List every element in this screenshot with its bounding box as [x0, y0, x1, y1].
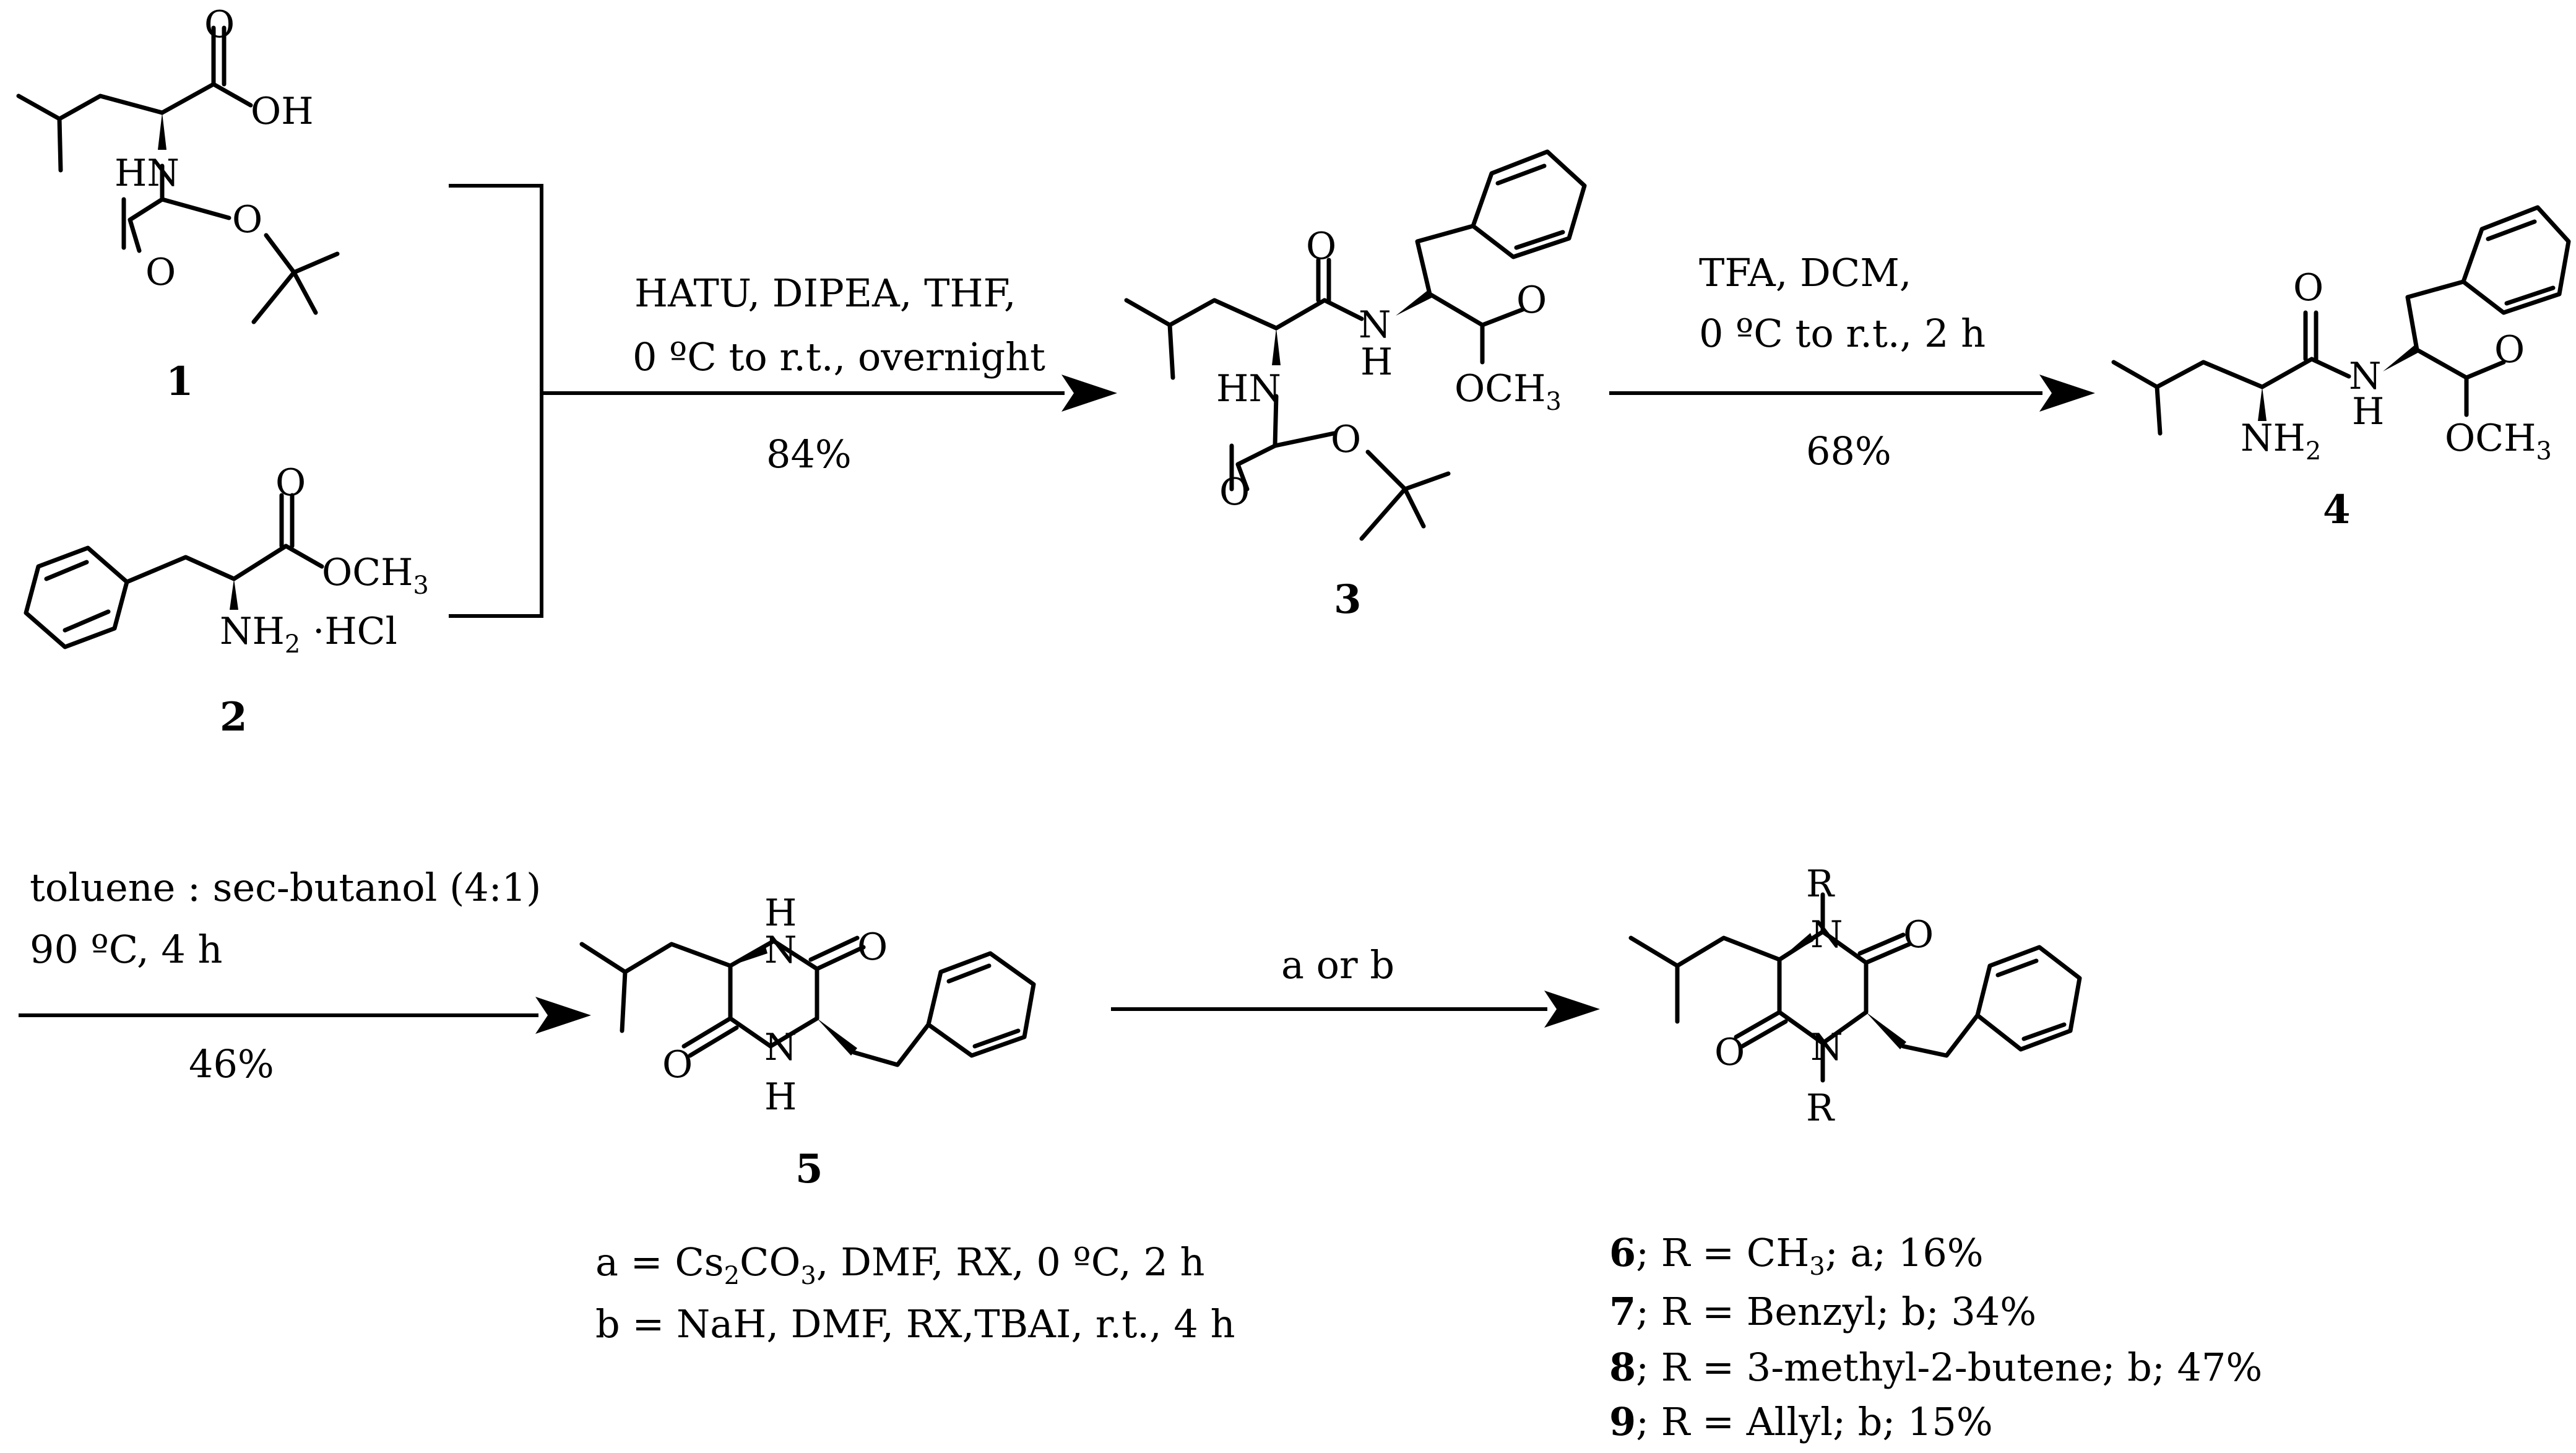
condition-a: a = Cs2CO3, DMF, RX, 0 ºC, 2 h: [595, 1239, 1204, 1290]
atom-label-n: N: [1810, 1026, 1843, 1069]
reaction-arrow-2-head: [2039, 375, 2095, 412]
atom-label-och3: OCH3: [2445, 417, 2552, 466]
atom-label-o: O: [204, 3, 235, 46]
atom-label-o: O: [1331, 418, 1361, 461]
atom-label-nh2: NH2·HCl: [220, 610, 397, 659]
compound-3-structure: [1124, 149, 1587, 541]
atom-label-o: O: [2494, 328, 2525, 371]
product-8-label: 8; R = 3-methyl-2-butene; b; 47%: [1609, 1345, 2262, 1390]
wedge-bond: [2383, 344, 2420, 371]
atom-label-n: N: [1810, 913, 1843, 956]
step4-reagents: a or b: [1281, 942, 1394, 987]
atom-label-n: N: [764, 1026, 797, 1069]
step3-conditions: 90 ºC, 4 h: [30, 927, 222, 972]
compound-2-structure: [24, 493, 324, 649]
atom-label-och3: OCH3: [322, 551, 429, 600]
step2-reagents: TFA, DCM,: [1699, 250, 1912, 295]
atom-label-n: N: [764, 929, 797, 972]
wedge-bond: [817, 1018, 857, 1056]
product-6-label: 6; R = CH3; a; 16%: [1609, 1230, 1984, 1281]
compound-number-1: 1: [166, 358, 194, 405]
atom-label-h: H: [764, 1075, 797, 1119]
atom-label-hn: HN: [1216, 367, 1281, 410]
merge-bracket: [449, 184, 1065, 618]
compound-number-5: 5: [795, 1146, 823, 1192]
atom-label-nh2: NH2: [2241, 417, 2321, 466]
wedge-bond: [1396, 290, 1433, 316]
atom-label-o: O: [1219, 471, 1250, 514]
compound-number-2: 2: [220, 694, 248, 740]
compound-number-3: 3: [1334, 576, 1362, 623]
atom-label-n: N: [1359, 303, 1391, 347]
product-7-label: 7; R = Benzyl; b; 34%: [1609, 1289, 2036, 1334]
atom-label-o: O: [145, 251, 176, 294]
product-9-label: 9; R = Allyl; b; 15%: [1609, 1399, 1993, 1444]
atom-label-o: O: [1306, 225, 1336, 268]
atom-label-h: H: [1360, 340, 1393, 384]
atom-label-o: O: [857, 926, 888, 969]
step1-yield: 84%: [766, 432, 852, 477]
atom-label-o: O: [232, 198, 262, 241]
step3-reagents: toluene : sec-butanol (4:1): [30, 865, 541, 910]
wedge-bond: [1272, 328, 1281, 365]
atom-label-h: H: [2352, 390, 2384, 433]
products-6-9-structure: [1628, 892, 2082, 1083]
step3-yield: 46%: [189, 1041, 274, 1086]
atom-label-hn: HN: [115, 152, 179, 195]
step2-yield: 68%: [1806, 428, 1891, 474]
atom-label-o: O: [662, 1043, 693, 1086]
condition-b: b = NaH, DMF, RX,TBAI, r.t., 4 h: [595, 1301, 1235, 1347]
wedge-bond: [158, 113, 166, 150]
atom-label-o: O: [275, 461, 306, 505]
wedge-bond: [2258, 387, 2267, 421]
atom-label-och3: OCH3: [1454, 367, 1562, 416]
compound-5-structure: [579, 935, 1036, 1067]
wedge-bond: [230, 579, 238, 610]
compound-1-structure: [16, 25, 340, 324]
reaction-arrow-3-head: [535, 997, 591, 1034]
step1-reagents: HATU, DIPEA, THF,: [634, 271, 1016, 316]
atom-label-o: O: [1714, 1031, 1745, 1074]
step2-conditions: 0 ºC to r.t., 2 h: [1699, 311, 1986, 356]
atom-label-o: O: [1516, 279, 1547, 322]
atom-label-r: R: [1806, 1086, 1835, 1130]
atom-label-o: O: [1903, 913, 1934, 956]
compound-number-4: 4: [2323, 487, 2351, 533]
atom-label-oh: OH: [251, 90, 314, 133]
atom-label-r: R: [1806, 862, 1835, 906]
step1-conditions: 0 ºC to r.t., overnight: [633, 334, 1045, 380]
reaction-arrow-4-head: [1544, 991, 1600, 1028]
compound-4-structure: [2111, 205, 2571, 436]
atom-label-n: N: [2349, 355, 2382, 398]
reaction-arrow-1-head: [1061, 375, 1117, 412]
wedge-bond: [1866, 1012, 1906, 1049]
atom-label-o: O: [2293, 266, 2323, 310]
atom-label-h: H: [764, 891, 797, 935]
